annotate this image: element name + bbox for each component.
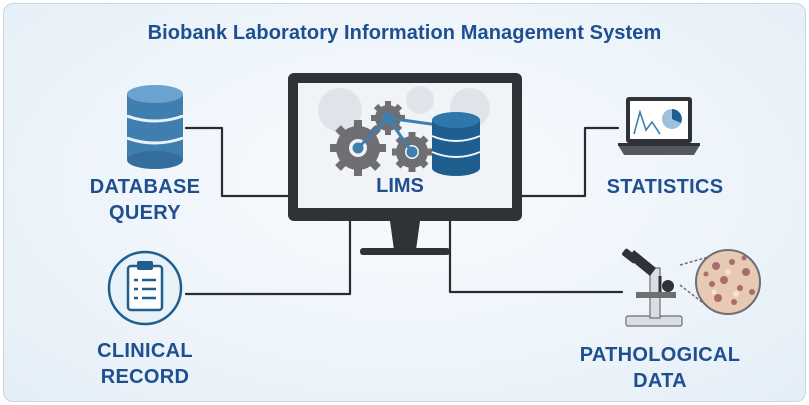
pathological-data-line2: DATA — [633, 370, 687, 392]
laptop-chart-icon — [618, 97, 700, 155]
statistics-label: STATISTICS — [606, 176, 724, 198]
connector-clinical — [184, 216, 352, 296]
database-icon — [126, 85, 184, 169]
database-query-line2: QUERY — [109, 202, 181, 224]
pathological-data-label: PATHOLOGICAL DATA — [570, 342, 750, 394]
connector-statistics — [516, 126, 620, 198]
gears-icon — [330, 101, 481, 176]
pathological-data-line1: PATHOLOGICAL — [579, 344, 741, 366]
connector-pathological — [448, 216, 624, 294]
database-query-line1: DATABASE — [89, 176, 201, 198]
connectors — [184, 126, 624, 296]
clinical-record-line1: CLINICAL — [97, 340, 193, 362]
clinical-record-line2: RECORD — [100, 366, 190, 388]
connector-database — [184, 126, 292, 198]
database-query-label: DATABASE QUERY — [70, 174, 220, 226]
microscope-icon — [622, 248, 713, 327]
clinical-record-label: CLINICAL RECORD — [80, 338, 210, 390]
diagram-title: Biobank Laboratory Information Managemen… — [147, 22, 662, 44]
clipboard-icon — [107, 250, 183, 326]
monitor-database-icon — [431, 112, 481, 176]
tissue-sample-icon — [695, 249, 761, 315]
lims-label: LIMS — [376, 175, 424, 197]
